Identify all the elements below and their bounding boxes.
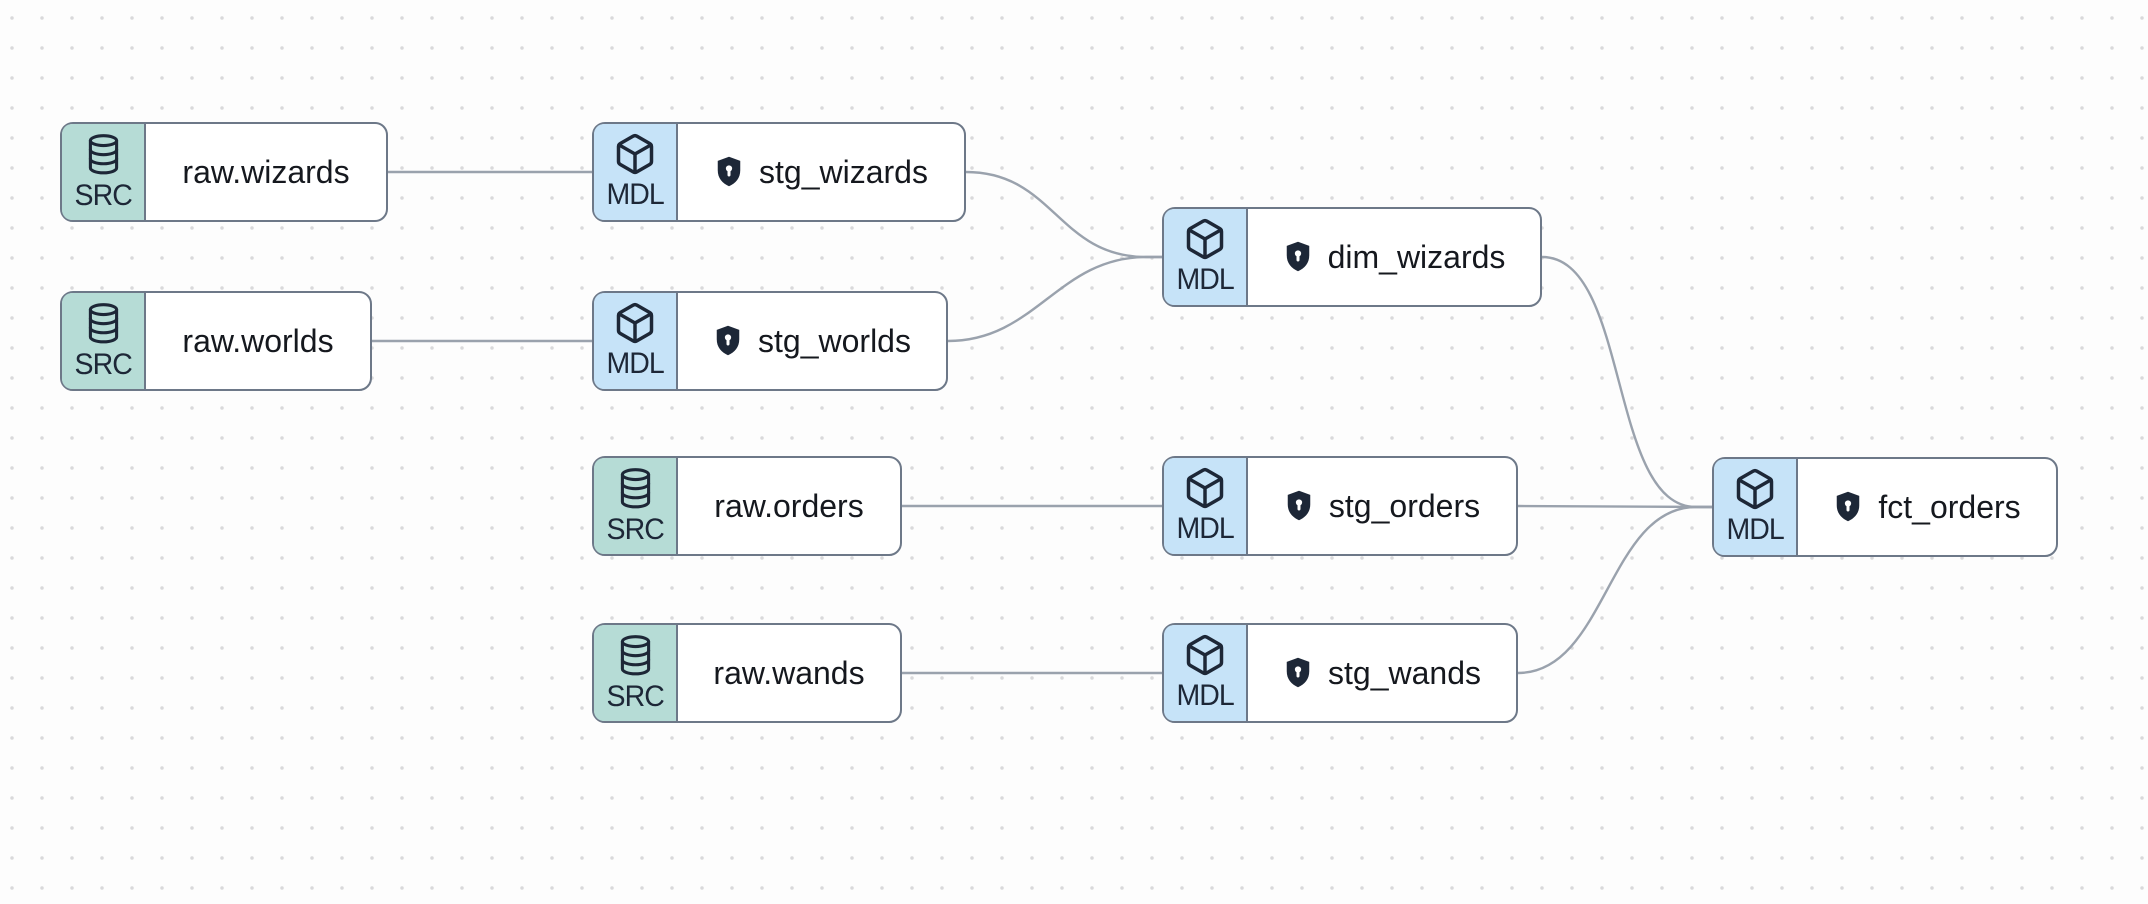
node-type-badge-label: MDL (1176, 263, 1234, 296)
node-type-badge-label: SRC (74, 178, 132, 212)
node-body: raw.worlds (146, 293, 370, 389)
node-body: fct_orders (1798, 459, 2056, 555)
database-icon (617, 633, 654, 678)
database-icon (85, 132, 122, 177)
edge-stg-worlds-to-dim-wizards (947, 255, 1162, 343)
node-stg-wands[interactable]: MDL stg_wands (1162, 623, 1518, 723)
node-stg-orders[interactable]: MDL stg_orders (1162, 456, 1518, 556)
shield-lock-icon (1284, 489, 1314, 523)
database-icon (85, 301, 122, 346)
shield-lock-icon (1833, 490, 1863, 524)
node-body: raw.wands (678, 625, 900, 721)
cube-icon (1183, 633, 1227, 677)
node-raw-worlds[interactable]: SRC raw.worlds (60, 291, 372, 391)
shield-lock-icon (714, 155, 744, 189)
node-label: stg_orders (1328, 488, 1481, 524)
node-label: raw.wands (713, 655, 865, 691)
shield-lock-icon (1283, 240, 1313, 274)
node-label: raw.worlds (182, 323, 334, 359)
node-label: stg_worlds (758, 323, 911, 359)
edge-stg-wands-to-fct-orders (1517, 505, 1712, 675)
node-fct-orders[interactable]: MDL fct_orders (1712, 457, 2058, 557)
node-body: dim_wizards (1248, 209, 1540, 305)
node-body: raw.wizards (146, 124, 386, 220)
node-body: stg_worlds (678, 293, 946, 389)
cube-icon (1733, 467, 1777, 511)
node-type-badge-label: MDL (606, 347, 664, 380)
cube-icon (613, 132, 657, 176)
node-type-badge: MDL (594, 124, 678, 220)
cube-icon (1183, 466, 1227, 510)
shield-lock-icon (713, 324, 743, 358)
node-type-badge: MDL (1164, 625, 1248, 721)
node-body: stg_orders (1248, 458, 1516, 554)
node-label: raw.orders (714, 488, 864, 524)
node-type-badge-label: MDL (1176, 679, 1234, 712)
node-label: stg_wands (1328, 655, 1481, 691)
node-raw-orders[interactable]: SRC raw.orders (592, 456, 902, 556)
node-label: fct_orders (1878, 489, 2021, 525)
node-type-badge: MDL (1164, 209, 1248, 305)
node-raw-wands[interactable]: SRC raw.wands (592, 623, 902, 723)
edge-stg-orders-to-fct-orders (1517, 504, 1713, 509)
node-dim-wizards[interactable]: MDL dim_wizards (1162, 207, 1542, 307)
cube-icon (613, 301, 657, 345)
node-type-badge: SRC (62, 124, 146, 220)
shield-lock-icon (1283, 656, 1313, 690)
node-raw-wizards[interactable]: SRC raw.wizards (60, 122, 388, 222)
node-stg-wizards[interactable]: MDL stg_wizards (592, 122, 966, 222)
node-type-badge-label: MDL (606, 178, 664, 211)
node-label: dim_wizards (1327, 239, 1506, 275)
node-body: stg_wands (1248, 625, 1516, 721)
database-icon (617, 466, 654, 511)
node-body: raw.orders (678, 458, 900, 554)
edge-dim-wizards-to-fct-orders (1541, 255, 1712, 509)
node-type-badge-label: SRC (606, 512, 664, 546)
node-type-badge-label: MDL (1176, 512, 1234, 545)
node-stg-worlds[interactable]: MDL stg_worlds (592, 291, 948, 391)
node-type-badge: SRC (594, 625, 678, 721)
cube-icon (1183, 217, 1227, 261)
node-type-badge: MDL (1714, 459, 1798, 555)
node-body: stg_wizards (678, 124, 964, 220)
node-type-badge: SRC (594, 458, 678, 554)
node-label: stg_wizards (759, 154, 928, 190)
node-type-badge: SRC (62, 293, 146, 389)
node-type-badge-label: MDL (1726, 513, 1784, 546)
node-type-badge-label: SRC (74, 347, 132, 381)
node-type-badge: MDL (1164, 458, 1248, 554)
edge-stg-wizards-to-dim-wizards (965, 170, 1162, 259)
node-label: raw.wizards (182, 154, 350, 190)
node-type-badge: MDL (594, 293, 678, 389)
node-type-badge-label: SRC (606, 679, 664, 713)
